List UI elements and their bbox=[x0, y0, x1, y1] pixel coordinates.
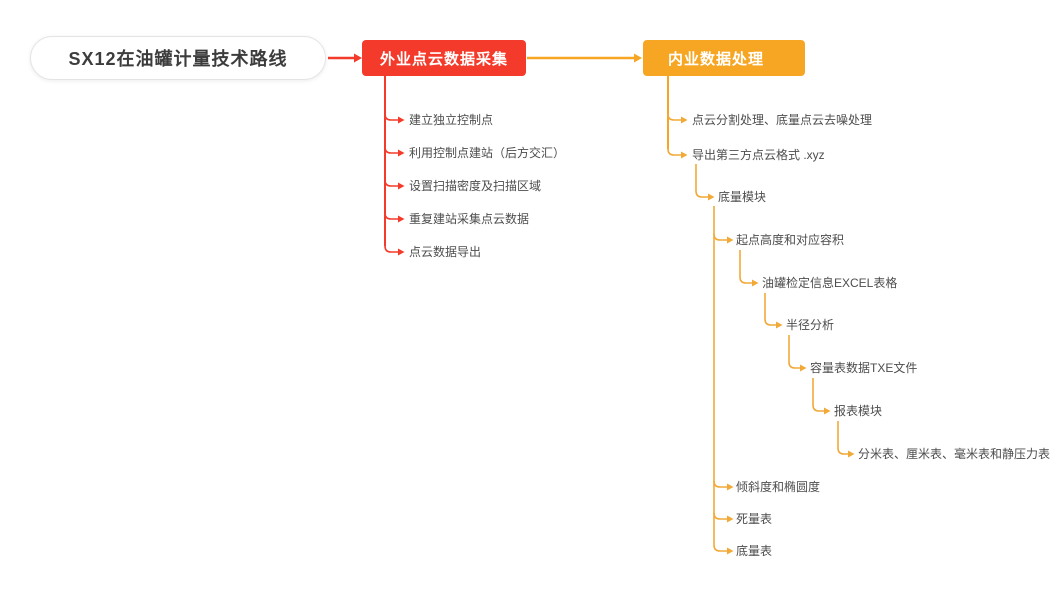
topic-pointcloud-export[interactable]: 点云数据导出 bbox=[409, 245, 482, 259]
topic-dead-volume-table[interactable]: 死量表 bbox=[736, 512, 773, 526]
topic-bottom-volume-table[interactable]: 底量表 bbox=[736, 544, 773, 558]
topic-repeat-station[interactable]: 重复建站采集点云数据 bbox=[409, 212, 530, 226]
branch-node-field-collection[interactable]: 外业点云数据采集 bbox=[362, 40, 526, 76]
branch-node-office-processing[interactable]: 内业数据处理 bbox=[643, 40, 805, 76]
topic-tilt-ovality[interactable]: 倾斜度和椭圆度 bbox=[736, 480, 821, 494]
topic-start-height-volume[interactable]: 起点高度和对应容积 bbox=[736, 233, 845, 247]
topic-bottom-volume-module[interactable]: 底量模块 bbox=[718, 190, 767, 204]
topic-export-xyz[interactable]: 导出第三方点云格式 .xyz bbox=[692, 148, 825, 162]
field-to-office-arrow-icon bbox=[527, 53, 642, 63]
topic-report-tables[interactable]: 分米表、厘米表、毫米表和静压力表 bbox=[858, 447, 1051, 461]
root-node-label: SX12在油罐计量技术路线 bbox=[68, 49, 288, 69]
topic-radius-analysis[interactable]: 半径分析 bbox=[786, 318, 835, 332]
topic-capacity-txe-file[interactable]: 容量表数据TXE文件 bbox=[810, 361, 918, 375]
topic-report-module[interactable]: 报表模块 bbox=[834, 404, 883, 418]
topic-station-setup[interactable]: 利用控制点建站（后方交汇） bbox=[409, 146, 566, 160]
topic-segmentation-denoise[interactable]: 点云分割处理、底量点云去噪处理 bbox=[692, 113, 873, 127]
field-branch-connectors bbox=[384, 76, 405, 256]
root-node[interactable]: SX12在油罐计量技术路线 bbox=[30, 36, 326, 80]
branch-office-label: 内业数据处理 bbox=[668, 50, 765, 68]
topic-scan-density[interactable]: 设置扫描密度及扫描区域 bbox=[409, 179, 542, 193]
topic-excel-table[interactable]: 油罐检定信息EXCEL表格 bbox=[762, 276, 898, 290]
topic-control-points[interactable]: 建立独立控制点 bbox=[409, 113, 494, 127]
root-to-field-arrow-icon bbox=[328, 53, 362, 63]
branch-field-label: 外业点云数据采集 bbox=[379, 50, 508, 68]
